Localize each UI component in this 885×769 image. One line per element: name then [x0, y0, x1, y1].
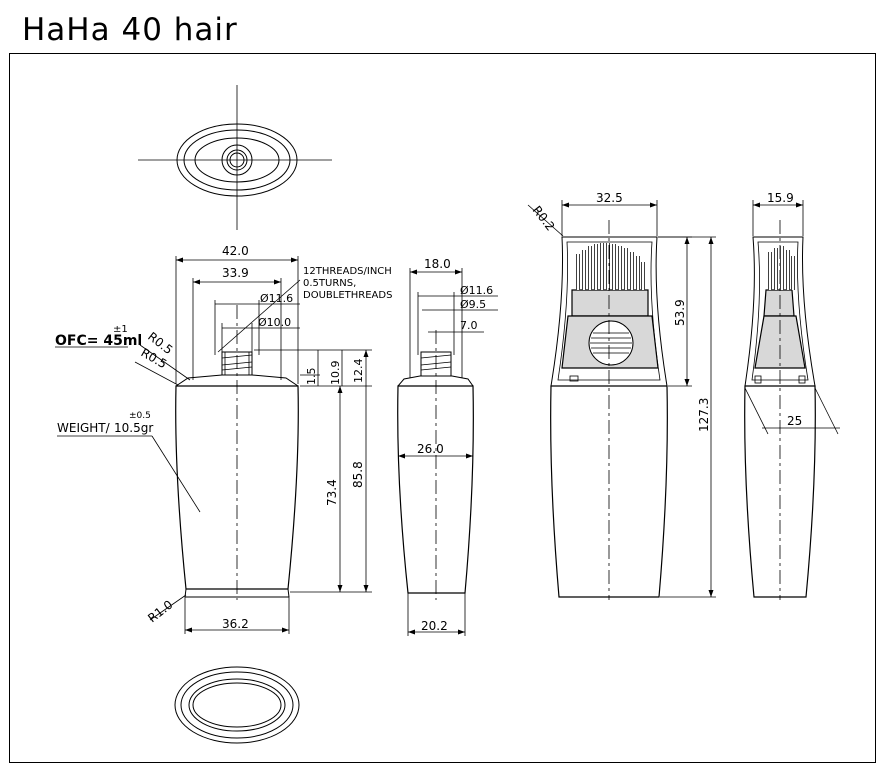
dim-front-neck-h2: 10.9 — [329, 361, 342, 386]
dim-assembled-radius: R0.2 — [530, 203, 558, 233]
dim-assembled-cap-height: 53.9 — [673, 299, 687, 326]
dim-front-body-height: 73.4 — [325, 479, 339, 506]
dim-front-neck-h1: 1.5 — [305, 368, 318, 386]
dim-side-neck-width: 18.0 — [424, 257, 451, 271]
top-view — [138, 85, 332, 230]
thread-note-1: 12THREADS/INCH — [303, 266, 392, 277]
dim-assembled-total-height: 127.3 — [697, 398, 711, 432]
dim-side-mid-width: 26.0 — [417, 442, 444, 456]
dim-assembled-side-cap-width: 15.9 — [767, 191, 794, 205]
weight-tolerance: ±0.5 — [129, 411, 151, 421]
thread-note-3: DOUBLETHREADS — [303, 290, 392, 301]
dim-side-bottom-width: 20.2 — [421, 619, 448, 633]
dim-front-thread-dia: Ø11.6 — [260, 292, 293, 305]
bottom-view — [174, 666, 300, 744]
dim-front-neck-h3: 12.4 — [352, 359, 365, 384]
assembled-front-view — [527, 200, 716, 600]
weight-value: 10.5gr — [114, 421, 153, 435]
side-view — [397, 268, 498, 636]
thread-note-2: 0.5TURNS, — [303, 278, 356, 289]
weight-label: WEIGHT/ — [57, 421, 111, 435]
dim-front-top-width: 42.0 — [222, 244, 249, 258]
ofc-tolerance: ±1 — [113, 324, 128, 335]
dim-front-bottom-width: 36.2 — [222, 617, 249, 631]
dim-front-neck-dia: Ø10.0 — [258, 316, 291, 329]
dim-side-inner-dia-2: 7.0 — [460, 319, 478, 332]
front-view — [55, 256, 372, 634]
assembled-side-view — [744, 200, 840, 600]
drawing-title: HaHa 40 hair — [22, 12, 238, 48]
dim-front-bottom-radius: R1.0 — [145, 597, 175, 625]
dim-front-neck-outer: 33.9 — [222, 266, 249, 280]
drawing-frame — [9, 53, 876, 763]
dim-front-total-height: 85.8 — [351, 461, 365, 488]
dim-side-thread-dia: Ø11.6 — [460, 284, 493, 297]
bristles — [576, 243, 645, 290]
ofc-label: OFC= 45ml — [55, 333, 142, 349]
dim-assembled-cap-width: 32.5 — [596, 191, 623, 205]
dim-assembled-side-angle-width: 25 — [787, 414, 802, 428]
dim-side-inner-dia-1: Ø9.5 — [460, 298, 486, 311]
